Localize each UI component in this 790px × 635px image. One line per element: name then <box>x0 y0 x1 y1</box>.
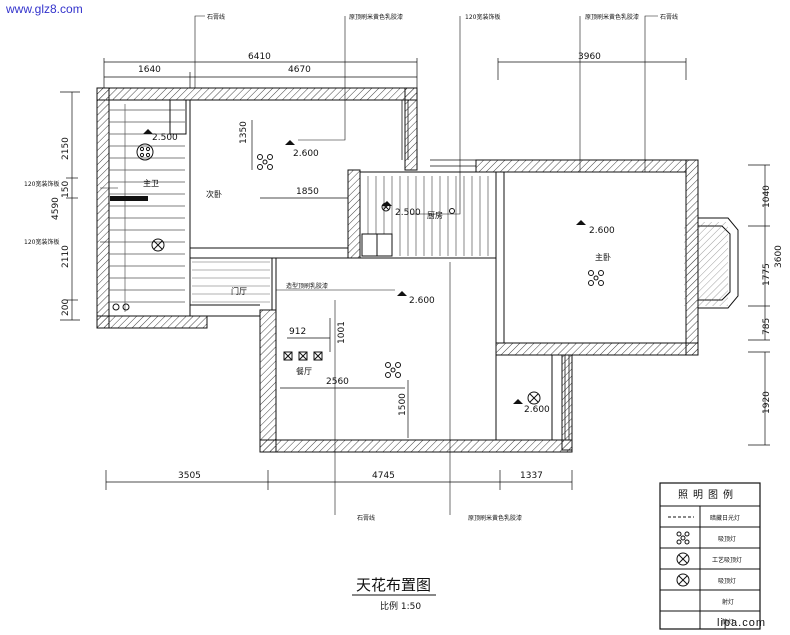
legend-item-4: 吸顶灯 <box>718 577 736 585</box>
drawing-scale: 比例 1:50 <box>380 600 421 612</box>
height-second-bedroom: 2.600 <box>293 149 319 159</box>
dim-right-1920: 1920 <box>762 391 772 414</box>
dim-inner-1500: 1500 <box>398 393 408 416</box>
height-dining: 2.600 <box>409 296 435 306</box>
room-dining: 餐厅 <box>296 367 312 376</box>
ceiling-light-balcony-icon <box>527 391 541 405</box>
ceiling-light-bath-icon <box>151 238 165 252</box>
window-marks <box>401 100 570 440</box>
note-bottom-gypsum: 石膏线 <box>357 514 375 522</box>
dim-right-3600: 3600 <box>774 245 784 268</box>
watermark-top: www.glz8.com <box>6 2 83 16</box>
height-markers <box>143 129 586 404</box>
bathroom-bar <box>110 196 148 201</box>
ceiling-light-small-kitchen-icon <box>449 208 455 214</box>
note-entry: 造型顶刷乳胶漆 <box>286 282 328 290</box>
dim-top-1640: 1640 <box>138 65 161 75</box>
note-top-paint: 原顶刷米黄色乳胶漆 <box>349 13 403 21</box>
height-balcony: 2.600 <box>524 405 550 415</box>
dimension-text: 1640 4670 6410 3960 2150 150 4590 2110 2… <box>51 52 784 481</box>
dim-bottom-3505: 3505 <box>178 471 201 481</box>
room-second-bedroom: 次卧 <box>206 189 222 199</box>
legend-header: 照明图例 <box>678 488 738 501</box>
dim-top-3960: 3960 <box>578 52 601 62</box>
legend-item-2: 吸顶灯 <box>718 535 736 543</box>
dim-top-6410: 6410 <box>248 52 271 62</box>
legend-item-1: 暗藏日光灯 <box>710 514 740 522</box>
dim-right-1775: 1775 <box>762 263 772 286</box>
drawing-title: 天花布置图 <box>356 576 431 594</box>
legend-item-3: 工艺吸顶灯 <box>712 556 742 564</box>
spotlight-row-icon <box>283 351 323 361</box>
dim-left-150: 150 <box>61 181 71 198</box>
legend-item-6: 筒灯 <box>722 618 734 626</box>
room-master-bedroom: 主卧 <box>595 252 611 262</box>
dim-left-2150: 2150 <box>61 137 71 160</box>
note-top-gypsum-right: 石膏线 <box>660 13 678 21</box>
dim-bottom-1337: 1337 <box>520 471 543 481</box>
entry-ceiling-strips <box>192 261 270 303</box>
craft-ceiling-light-icon <box>676 552 690 566</box>
note-top-gypsum: 石膏线 <box>207 13 225 21</box>
dim-inner-1350: 1350 <box>239 121 249 144</box>
height-bath: 2.500 <box>152 133 178 143</box>
dim-left-4590: 4590 <box>51 197 61 220</box>
inner-lines <box>108 99 686 440</box>
dim-left-200: 200 <box>61 299 71 316</box>
note-bottom-paint: 原顶刷米黄色乳胶漆 <box>468 514 522 522</box>
note-left-board-2: 120宽装饰板 <box>24 238 59 246</box>
height-text: 2.500 2.600 2.500 2.600 2.600 2.600 <box>152 133 615 415</box>
leader-lines <box>100 15 658 515</box>
room-bathroom: 主卫 <box>143 178 159 188</box>
ceiling-fan-light-bath-icon <box>136 143 154 161</box>
ceiling-fan-light-icon <box>676 531 690 545</box>
dim-inner-2560: 2560 <box>326 377 349 387</box>
dim-bottom-4745: 4745 <box>372 471 395 481</box>
legend-item-5: 射灯 <box>722 598 734 606</box>
room-kitchen: 厨房 <box>427 210 443 220</box>
room-entry: 门厅 <box>231 286 247 296</box>
dim-inner-1850: 1850 <box>296 187 319 197</box>
craft-light-master-icon <box>588 270 604 286</box>
room-labels: 主卧 次卧 厨房 主卫 餐厅 门厅 <box>143 178 611 376</box>
dimension-lines <box>60 58 770 490</box>
lighting-legend: 照明图例 暗藏日光灯 吸顶灯 工艺吸顶灯 吸顶灯 射灯 筒灯 <box>659 482 761 630</box>
dim-left-2110: 2110 <box>61 245 71 268</box>
dim-inner-1001: 1001 <box>337 321 347 344</box>
ceiling-light-icon <box>676 573 690 587</box>
note-top-board: 120宽装饰板 <box>465 13 500 21</box>
craft-light-second-bedroom-icon <box>257 154 273 170</box>
height-kitchen: 2.500 <box>395 208 421 218</box>
bathroom-ceiling-strips <box>109 104 185 312</box>
bathroom-cabinet <box>169 99 187 135</box>
dim-right-785: 785 <box>762 318 772 335</box>
watermark-bottom: lipa.com <box>717 617 766 629</box>
bay-window <box>684 217 739 309</box>
note-left-board-1: 120宽装饰板 <box>24 180 59 188</box>
dim-right-1040: 1040 <box>762 185 772 208</box>
dim-inner-912: 912 <box>289 327 306 337</box>
notes: 石膏线 原顶刷米黄色乳胶漆 120宽装饰板 石膏线 原顶刷米黄色乳胶漆 120宽… <box>24 13 678 522</box>
light-fixtures <box>136 143 604 405</box>
note-top-paint-right: 原顶刷米黄色乳胶漆 <box>585 13 639 21</box>
craft-light-dining-icon <box>385 362 401 378</box>
dim-top-4670: 4670 <box>288 65 311 75</box>
height-master: 2.600 <box>589 226 615 236</box>
